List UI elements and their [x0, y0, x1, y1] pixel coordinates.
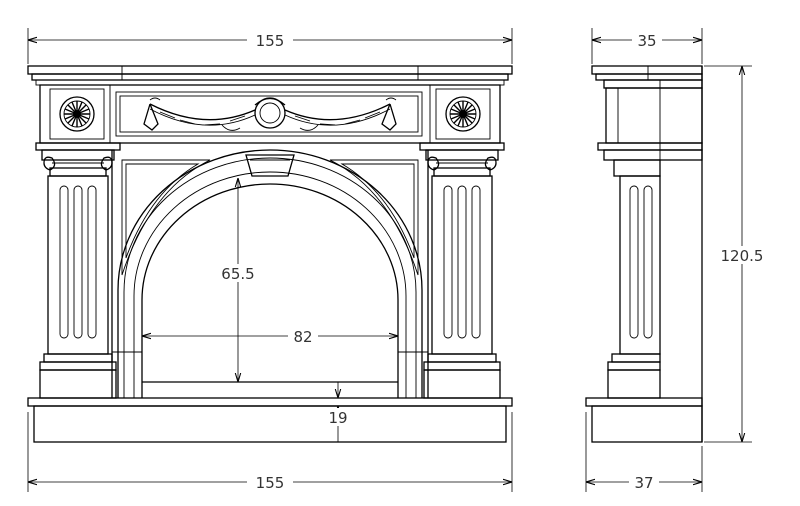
- front-elevation: [27, 65, 513, 443]
- dim-front-bottom-width: 155: [256, 474, 285, 492]
- side-elevation: [585, 65, 703, 443]
- left-rosette: [59, 96, 95, 132]
- hearth: [27, 397, 513, 443]
- frieze: [39, 84, 501, 144]
- garland-carving: [143, 97, 397, 131]
- mantel-shelf: [27, 65, 513, 86]
- dim-hearth-height: 19: [328, 409, 347, 427]
- right-capital: [419, 142, 505, 177]
- arch-surround: [111, 149, 429, 398]
- dim-opening-width: 82: [293, 328, 312, 346]
- dim-opening-height: 65.5: [221, 265, 254, 283]
- dim-side-top-depth: 35: [637, 32, 656, 50]
- left-pilaster: [39, 175, 117, 399]
- right-pilaster: [423, 175, 501, 399]
- left-capital: [35, 142, 121, 177]
- dim-front-top-width: 155: [256, 32, 285, 50]
- dimension-labels: 155 155 65.5 82 19 35 37 120.5: [214, 31, 768, 492]
- right-rosette: [445, 96, 481, 132]
- dim-side-bottom-depth: 37: [634, 474, 653, 492]
- dim-total-height: 120.5: [721, 247, 764, 265]
